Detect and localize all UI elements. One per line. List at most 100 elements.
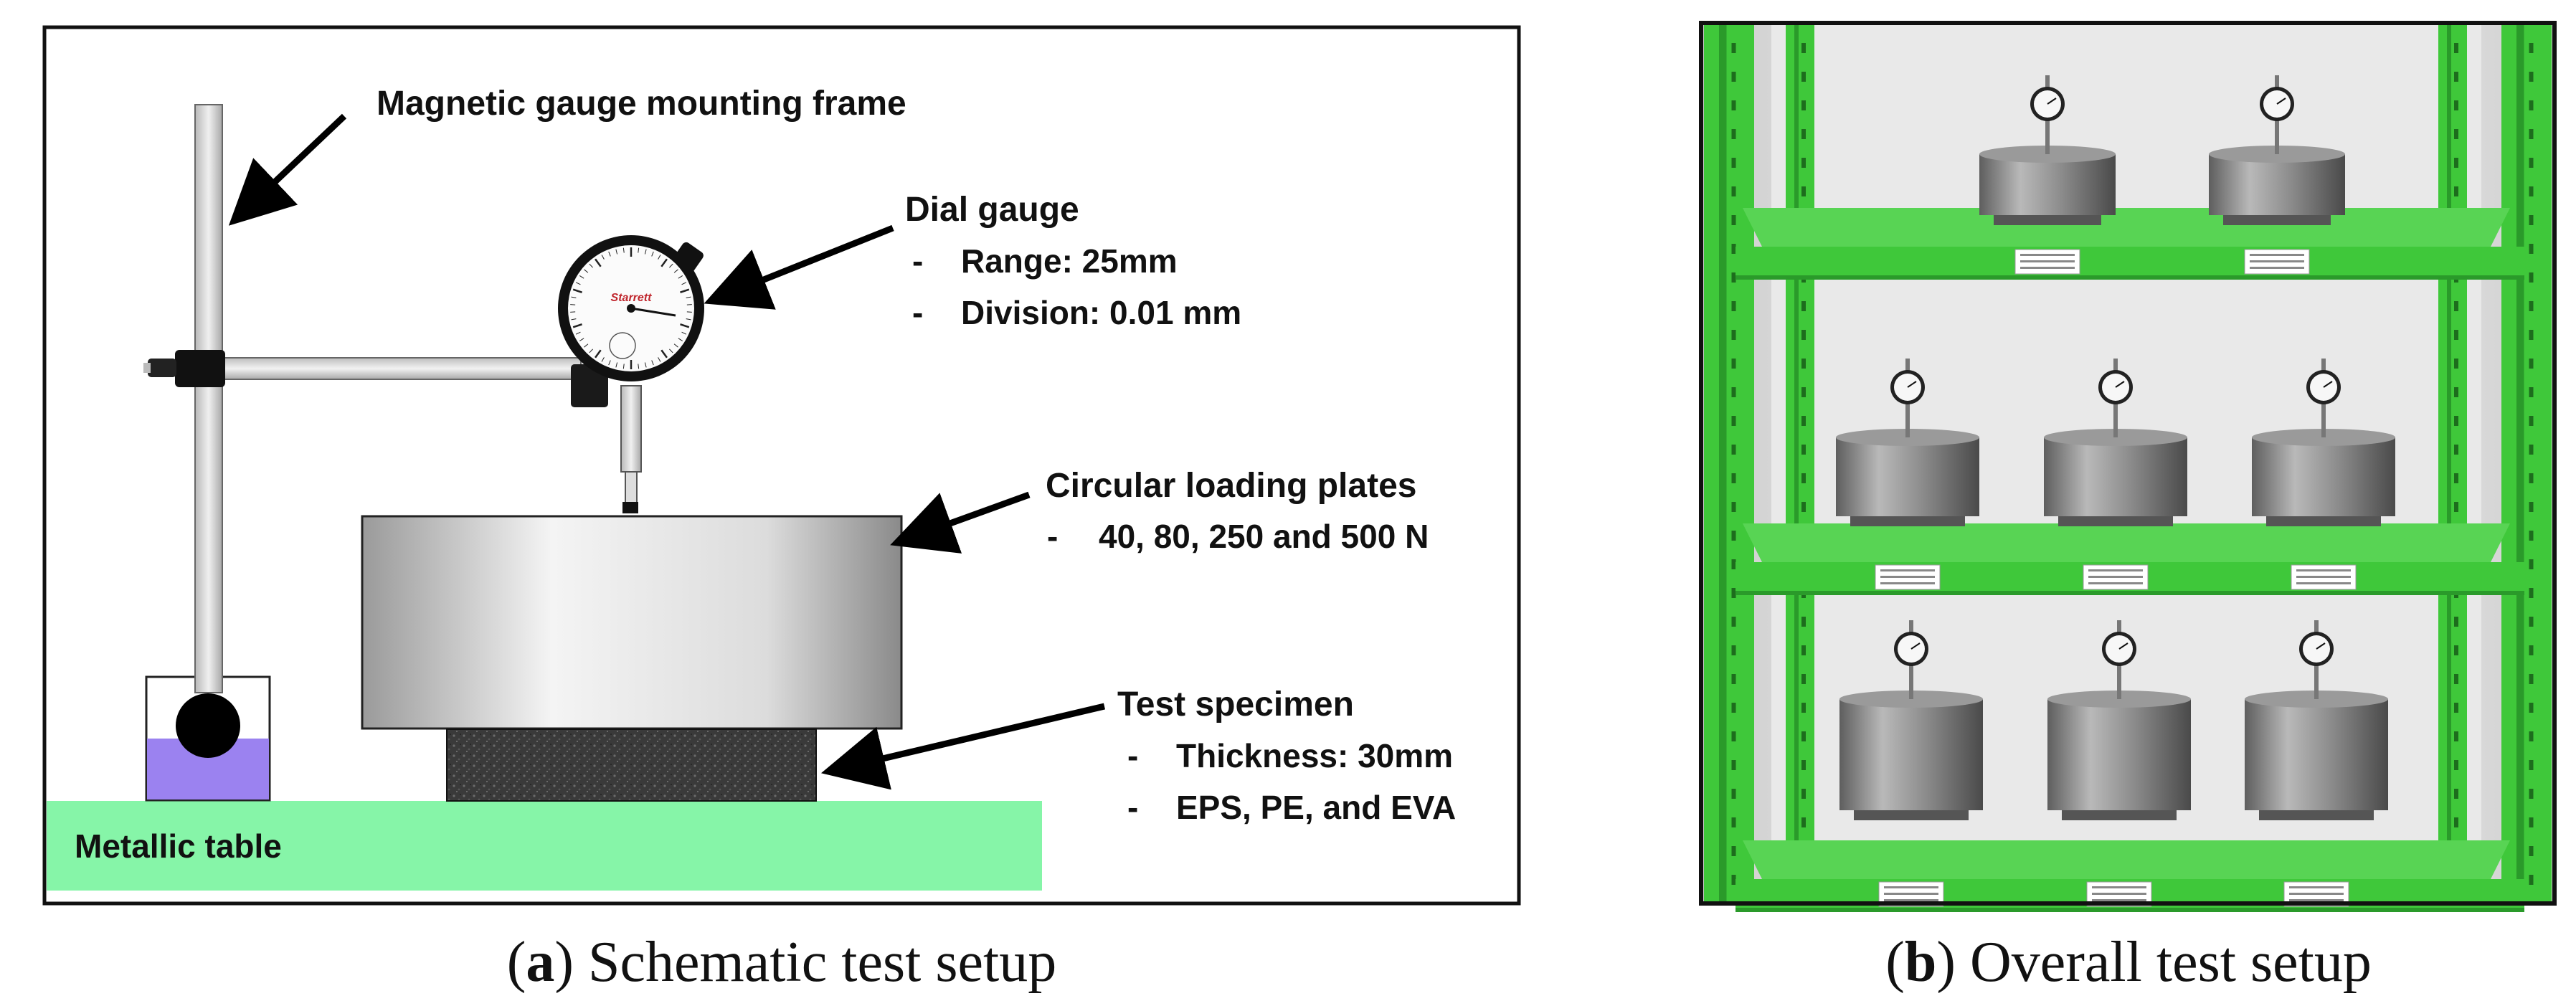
shelf-tag-line bbox=[1884, 893, 1938, 895]
rack-post-slot bbox=[1801, 760, 1806, 770]
rack-post-slot bbox=[1801, 330, 1806, 340]
shelf-tag-line bbox=[2250, 267, 2304, 269]
rack-post-slot bbox=[2454, 502, 2458, 512]
specimen bbox=[1850, 516, 1965, 526]
rack-post-slot bbox=[1732, 645, 1736, 655]
label-specimen-materials: EPS, PE, and EVA bbox=[1176, 789, 1456, 826]
rack-post-slot bbox=[1732, 789, 1736, 799]
shelf-top bbox=[1743, 523, 2510, 566]
rack-post-slot bbox=[1732, 531, 1736, 541]
rack-post-slot bbox=[2529, 846, 2534, 856]
rack-post-slot bbox=[2529, 43, 2534, 53]
rack-post-slot bbox=[2454, 72, 2458, 82]
rack-post-slot bbox=[2529, 645, 2534, 655]
specimen bbox=[2062, 810, 2177, 820]
shelf-beam-shade bbox=[1736, 908, 2524, 912]
rack-post-slot bbox=[1801, 789, 1806, 799]
rack-post-slot bbox=[1732, 72, 1736, 82]
rack-post-slot bbox=[1732, 272, 1736, 283]
rack-post-slot bbox=[2529, 100, 2534, 110]
loading-plate bbox=[362, 516, 901, 729]
magnetic-base-ball bbox=[176, 693, 240, 758]
rack-post-slot bbox=[2529, 359, 2534, 369]
dash-dial-range: - bbox=[912, 242, 923, 280]
steel-plate bbox=[1839, 699, 1983, 810]
shelf-tag-line bbox=[2092, 899, 2146, 901]
shelf-beam-shade bbox=[1736, 275, 2524, 280]
rack-post-slot bbox=[2529, 674, 2534, 684]
rack-post-slot bbox=[2529, 617, 2534, 627]
rack-post-slot bbox=[2454, 330, 2458, 340]
gauge-stem bbox=[621, 386, 641, 472]
rack-post-slot bbox=[1732, 473, 1736, 483]
rack-post-slot bbox=[1801, 158, 1806, 168]
rack-post-slot bbox=[2454, 473, 2458, 483]
rack-post-slot bbox=[1801, 445, 1806, 455]
rack-post-slot bbox=[2529, 731, 2534, 741]
rack-post-slot bbox=[1732, 817, 1736, 827]
shelf-tag-line bbox=[1880, 569, 1935, 571]
rack-post-slot bbox=[1801, 100, 1806, 110]
shelf-tag-line bbox=[2296, 569, 2351, 571]
rack-post-slot bbox=[2529, 588, 2534, 598]
rack-post-slot bbox=[1732, 703, 1736, 713]
rack-post-slot bbox=[1801, 731, 1806, 741]
specimen bbox=[2058, 516, 2173, 526]
rack-post-shade bbox=[2516, 24, 2524, 902]
specimen bbox=[1854, 810, 1969, 820]
rack-post-slot bbox=[1732, 359, 1736, 369]
steel-plate bbox=[2047, 699, 2191, 810]
rack-post-slot bbox=[1732, 445, 1736, 455]
steel-plate bbox=[2245, 699, 2388, 810]
rack-post-slot bbox=[1732, 215, 1736, 225]
rack-post-slot bbox=[2529, 387, 2534, 397]
rack-post-slot bbox=[1732, 244, 1736, 254]
rack-post-slot bbox=[2454, 760, 2458, 770]
rack-post-slot bbox=[2454, 703, 2458, 713]
caption-b-letter: b bbox=[1905, 931, 1937, 994]
rack-post-slot bbox=[2529, 789, 2534, 799]
specimen bbox=[2223, 215, 2331, 225]
frame-pole bbox=[195, 105, 222, 693]
rack-post-shade bbox=[2447, 24, 2451, 902]
rack-post-slot bbox=[1801, 129, 1806, 139]
rack-post-slot bbox=[1801, 43, 1806, 53]
rack-post-slot bbox=[2529, 72, 2534, 82]
dash-specimen-thickness: - bbox=[1127, 737, 1138, 774]
rack-post-slot bbox=[1732, 158, 1736, 168]
rack-post-slot bbox=[1732, 875, 1736, 885]
rack-post-slot bbox=[2529, 760, 2534, 770]
label-loading-plates: Circular loading plates bbox=[1046, 467, 1416, 505]
rack-post-slot bbox=[1732, 617, 1736, 627]
panel-b-photo bbox=[1701, 23, 2554, 912]
caption-a-text: ) Schematic test setup bbox=[554, 931, 1056, 994]
rack-post-shade bbox=[1794, 24, 1799, 902]
rack-post-slot bbox=[1801, 416, 1806, 426]
rack-post-slot bbox=[1801, 186, 1806, 196]
frame-clamp bbox=[175, 350, 225, 387]
rack-post-slot bbox=[2529, 473, 2534, 483]
rack-post-slot bbox=[2454, 674, 2458, 684]
gauge-brand: Starrett bbox=[611, 292, 653, 304]
rack-post-slot bbox=[1732, 502, 1736, 512]
caption-b: (b) Overall test setup bbox=[1885, 931, 2372, 994]
rack-post-shade bbox=[1719, 24, 1727, 902]
test-specimen bbox=[447, 729, 816, 801]
rack-post-slot bbox=[2529, 817, 2534, 827]
caption-a: (a) Schematic test setup bbox=[507, 931, 1056, 994]
rack-post bbox=[1786, 24, 1814, 902]
rack bbox=[1704, 24, 2552, 912]
shelf-tag-line bbox=[2020, 260, 2075, 262]
steel-plate bbox=[2044, 437, 2187, 516]
shelf-tag-line bbox=[2296, 582, 2351, 584]
rack-post-slot bbox=[2454, 731, 2458, 741]
rack-post-slot bbox=[1732, 559, 1736, 569]
rack-post-slot bbox=[2454, 445, 2458, 455]
rack-post-slot bbox=[1801, 359, 1806, 369]
caption-a-letter: a bbox=[526, 931, 554, 994]
rack-post-slot bbox=[2529, 703, 2534, 713]
shelf-tag-line bbox=[2020, 267, 2075, 269]
rack-post-slot bbox=[2529, 330, 2534, 340]
rack-post-slot bbox=[1801, 387, 1806, 397]
rack-post-slot bbox=[2454, 100, 2458, 110]
